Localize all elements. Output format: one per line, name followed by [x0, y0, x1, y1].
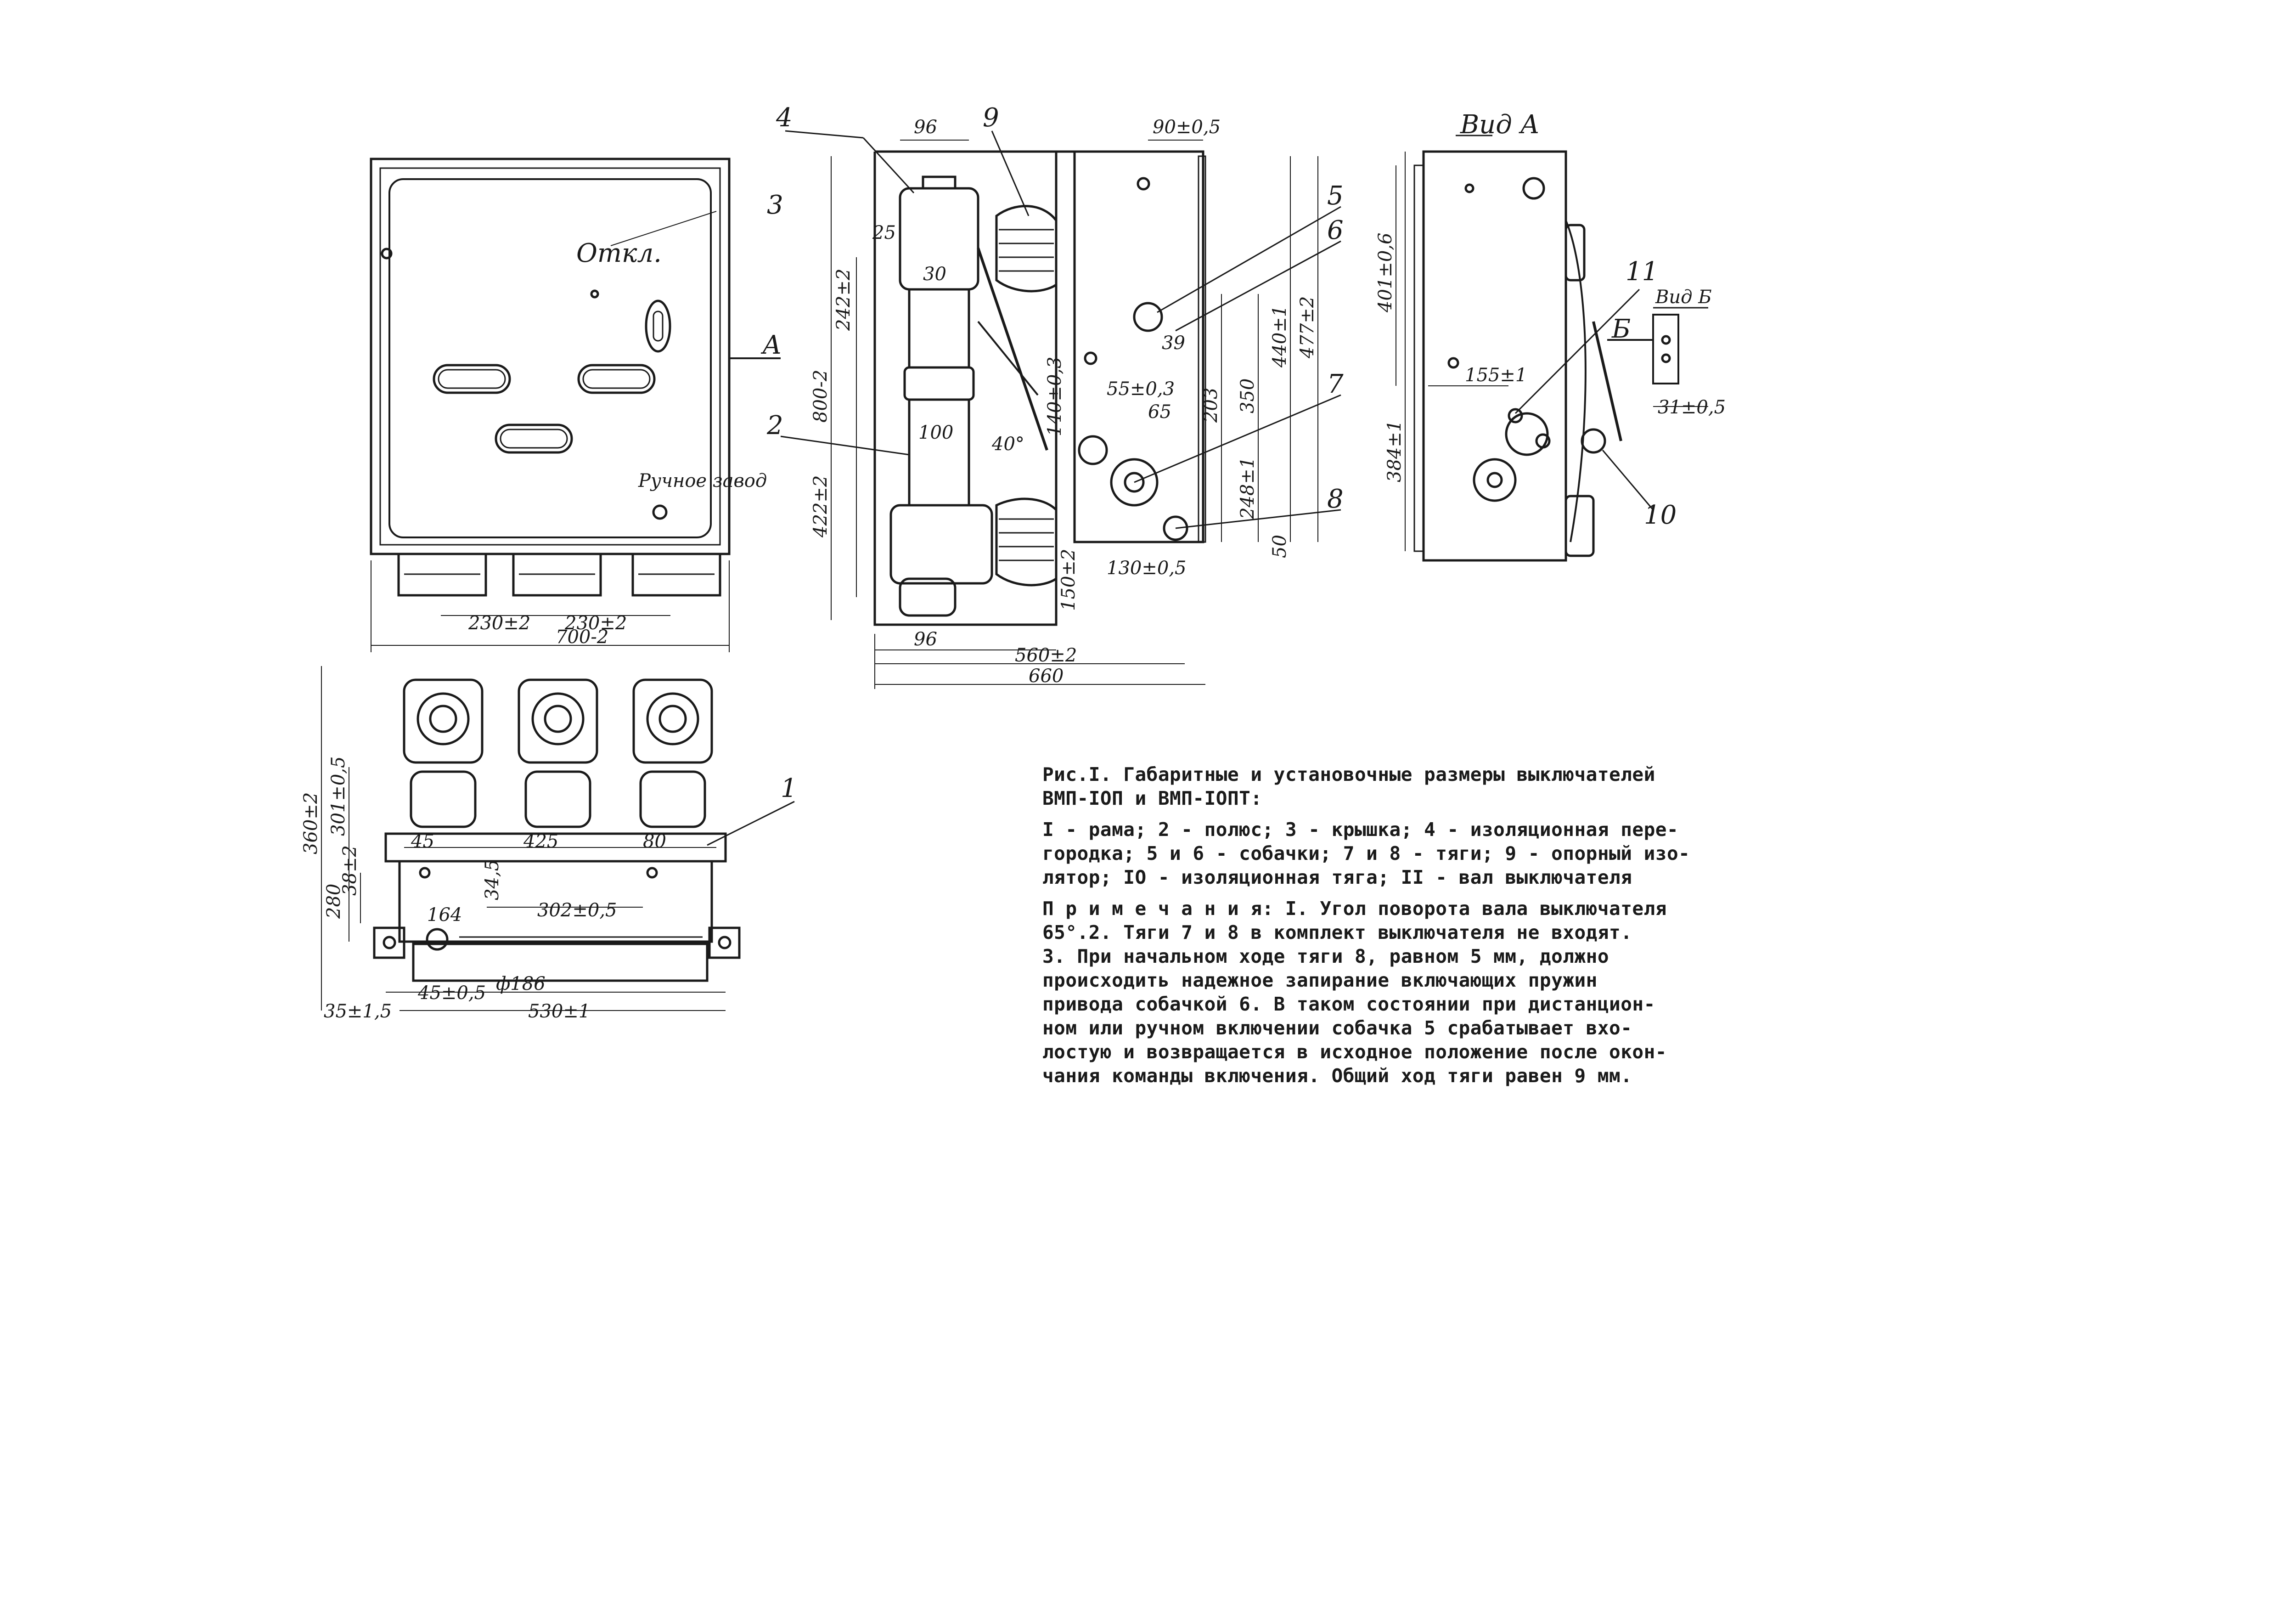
dim-40-deg: 40°: [991, 434, 1024, 455]
dim-425: 425: [523, 831, 558, 852]
dim-96-bot: 96: [914, 629, 937, 650]
dim-230-right: 230±2: [564, 613, 627, 634]
item-label-4: 4: [776, 103, 793, 133]
item-label-11: 11: [1626, 257, 1658, 287]
dim-477: 477±2: [1297, 296, 1318, 359]
cover-text-manual: Ручное завод: [638, 470, 767, 491]
dim-65-deg: 65: [1148, 401, 1171, 423]
dim-302: 302±0,5: [537, 900, 617, 921]
dim-45: 45: [411, 831, 434, 852]
front-view: [370, 158, 781, 652]
dim-248: 248±1: [1237, 457, 1258, 520]
arrow-a-label: А: [760, 330, 782, 360]
caption-title: Рис.I. Габаритные и установочные размеры…: [1042, 763, 1655, 809]
dim-30: 30: [923, 264, 946, 285]
caption-legend: I - рама; 2 - полюс; 3 - крышка; 4 - изо…: [1042, 819, 1690, 888]
dim-39: 39: [1162, 333, 1185, 354]
dim-800-2: 800-2: [810, 370, 831, 423]
arrow-b-label: Б: [1611, 314, 1631, 344]
dim-38: 38±2: [339, 845, 360, 896]
dim-164: 164: [427, 904, 462, 926]
dim-80: 80: [643, 831, 666, 852]
cover-text-off: Откл.: [576, 238, 662, 268]
item-label-6: 6: [1327, 215, 1344, 245]
dim-440: 440±1: [1269, 305, 1290, 368]
dim-100: 100: [918, 422, 953, 443]
dim-150: 150±2: [1058, 549, 1079, 611]
dim-530: 530±1: [528, 1001, 590, 1022]
view-b-title: Вид Б: [1655, 287, 1712, 308]
dim-35: 35±1,5: [324, 1001, 392, 1022]
dim-280: 280: [323, 884, 344, 919]
item-label-10: 10: [1644, 500, 1677, 530]
view-a: [1396, 135, 1708, 562]
dim-301: 301±0,5: [328, 757, 349, 836]
item-label-3: 3: [767, 190, 783, 220]
figure-caption: Рис.I. Габаритные и установочные размеры…: [1042, 762, 1832, 1095]
plan-view: [321, 666, 795, 1011]
dim-360: 360±2: [300, 792, 321, 854]
dim-560: 560±2: [1015, 645, 1077, 666]
dim-140-03: 140±0,3: [1044, 357, 1065, 436]
item-label-9: 9: [983, 103, 999, 133]
dim-90-05: 90±0,5: [1153, 117, 1221, 138]
dim-186: ф186: [496, 973, 546, 994]
dim-350: 350: [1237, 378, 1258, 413]
dim-25: 25: [872, 222, 896, 243]
dim-401: 401±0,6: [1375, 233, 1396, 313]
item-label-8: 8: [1327, 484, 1344, 514]
dim-50: 50: [1269, 535, 1290, 558]
item-label-7: 7: [1327, 369, 1344, 399]
dim-31: 31±0,5: [1658, 397, 1726, 418]
dim-242: 242±2: [833, 269, 854, 331]
dim-230-left: 230±2: [468, 613, 530, 634]
dim-155: 155±1: [1465, 365, 1527, 386]
dim-422: 422±2: [810, 475, 831, 538]
item-label-2: 2: [766, 411, 783, 440]
dim-203: 203: [1200, 388, 1221, 423]
dim-130-05: 130±0,5: [1107, 558, 1186, 579]
item-label-1: 1: [781, 774, 797, 803]
dim-34: 34,5: [482, 859, 503, 900]
dim-55-03: 55±0,3: [1107, 378, 1175, 400]
dim-96-top: 96: [914, 117, 937, 138]
item-label-5: 5: [1327, 181, 1344, 211]
caption-notes: П р и м е ч а н и я: I. Угол поворота ва…: [1042, 898, 1667, 1087]
dim-45-05: 45±0,5: [417, 983, 486, 1004]
dim-384: 384±1: [1384, 420, 1405, 482]
side-section-view: [780, 130, 1341, 689]
dim-700: 700-2: [556, 627, 608, 648]
view-a-title: Вид А: [1460, 110, 1540, 140]
dim-660: 660: [1029, 666, 1064, 687]
